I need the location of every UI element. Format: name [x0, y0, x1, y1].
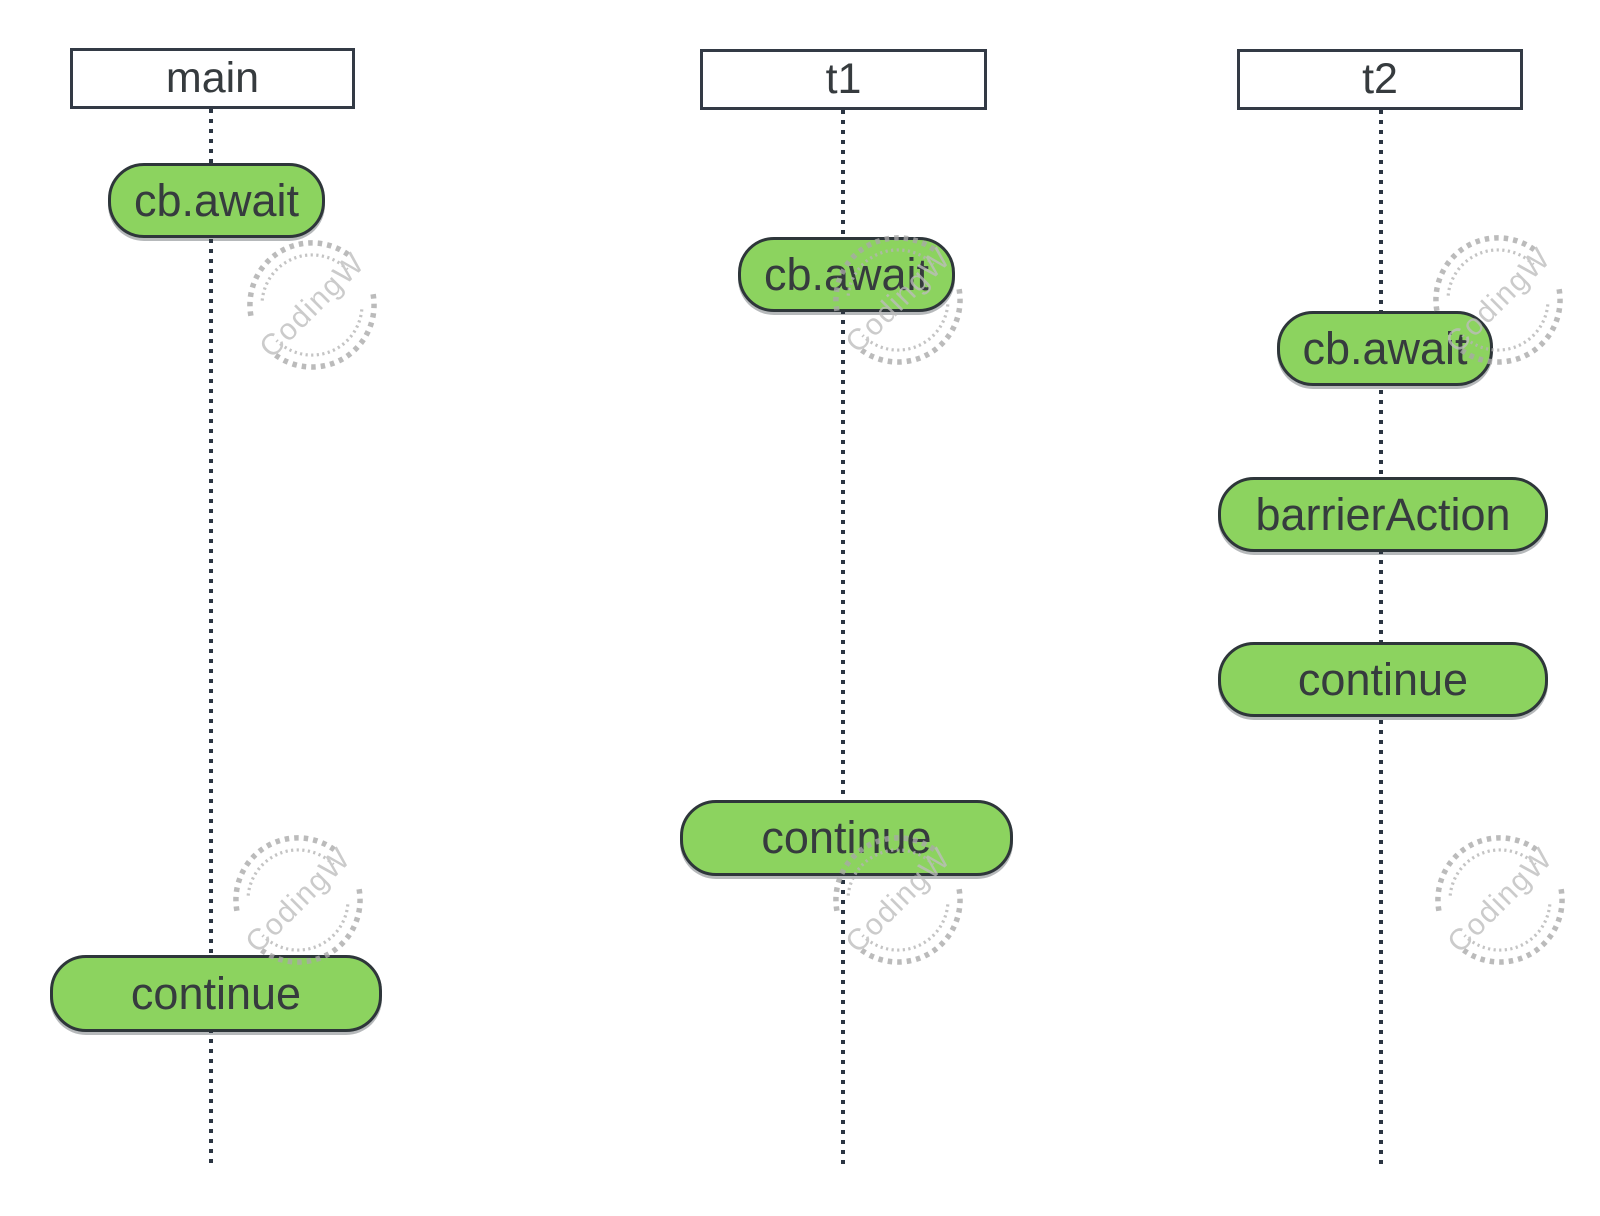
- watermark-arc: [256, 888, 363, 965]
- watermark-text: CodingW: [239, 841, 357, 959]
- watermark-arc: [261, 904, 350, 952]
- lifeline-main: [209, 109, 213, 1164]
- watermark-arc: [233, 835, 340, 912]
- watermark-arc: [247, 240, 354, 317]
- watermark-arc: [1458, 888, 1565, 965]
- lifeline-t1: [841, 110, 845, 1164]
- activation-main-continue: continue: [50, 955, 382, 1032]
- watermark-arc: [1435, 835, 1542, 912]
- watermark-arc: [861, 904, 950, 952]
- activation-t2-barrier-action: barrierAction: [1218, 477, 1548, 552]
- watermark: CodingW: [1420, 820, 1580, 980]
- activation-t1-cb-await: cb.await: [738, 237, 955, 312]
- watermark-graphic: CodingW: [1435, 835, 1565, 965]
- watermark-arc: [260, 253, 349, 301]
- activation-t2-continue: continue: [1218, 642, 1548, 717]
- activation-t2-cb-await: cb.await: [1277, 311, 1493, 386]
- activation-t1-continue: continue: [680, 800, 1013, 876]
- watermark-graphic: CodingW: [247, 240, 377, 370]
- watermark-arc: [270, 293, 377, 370]
- lifeline-header-t1: t1: [700, 49, 987, 110]
- activation-main-cb-await: cb.await: [108, 163, 325, 238]
- watermark-arc: [275, 309, 364, 357]
- watermark-arc: [1448, 848, 1537, 896]
- watermark-arc: [246, 848, 335, 896]
- lifeline-t2: [1379, 110, 1383, 1164]
- lifeline-header-t2: t2: [1237, 49, 1523, 110]
- watermark-arc: [1433, 235, 1540, 312]
- watermark-arc: [856, 888, 963, 965]
- watermark-arc: [1463, 904, 1552, 952]
- watermark: CodingW: [232, 225, 392, 385]
- watermark-arc: [1446, 248, 1535, 296]
- lifeline-header-main: main: [70, 48, 355, 109]
- watermark-text: CodingW: [1441, 841, 1559, 959]
- watermark-text: CodingW: [253, 246, 371, 364]
